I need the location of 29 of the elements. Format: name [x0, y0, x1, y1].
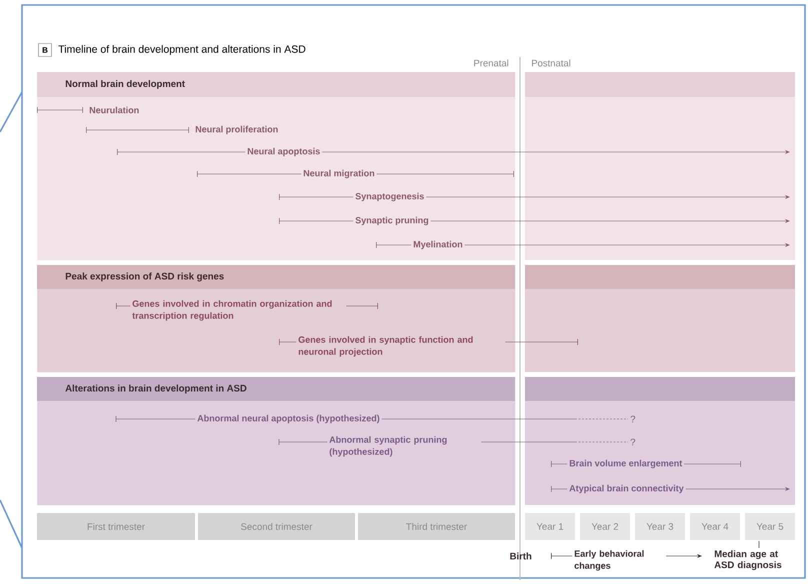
range-label: Synaptic pruning: [353, 216, 431, 226]
range-label: Genes involved in chromatin organization and transcription regulation: [130, 299, 346, 322]
range-label: Early behavioral changes: [572, 549, 666, 572]
range-label: Neurulation: [87, 106, 142, 114]
timeline-label: ?: [630, 438, 636, 446]
range-label: Atypical brain connectivity: [567, 484, 686, 494]
diagram-title: Timeline of brain development and alterations in ASD: [58, 45, 306, 55]
range-label: Abnormal neural apoptosis (hypothesized): [195, 414, 382, 424]
timeline-cell: Year 5: [745, 513, 795, 540]
range-label: Brain volume enlargement: [567, 458, 684, 470]
timeline-cell: Year 1: [525, 513, 575, 540]
range-label: Neural apoptosis: [245, 146, 322, 158]
timeline-cell: Year 4: [690, 513, 740, 540]
range-label: Genes involved in synaptic function and neuronal projection: [296, 335, 506, 358]
timeline-cell: Third trimester: [358, 513, 515, 540]
range-label: Neural migration: [301, 168, 377, 180]
timeline-label: ?: [630, 416, 636, 422]
timeline-cell: Year 2: [580, 513, 630, 540]
milestone-label: Median age at ASD diagnosis: [714, 550, 782, 570]
timeline-label: Birth: [510, 552, 532, 560]
range-label: Myelination: [411, 240, 465, 250]
timeline-cell: First trimester: [37, 513, 195, 540]
panel-letter: B: [38, 43, 52, 57]
range-label: Abnormal synaptic pruning (hypothesized): [327, 435, 482, 458]
timeline-label: Postnatal: [532, 60, 570, 66]
timeline-cell: Second trimester: [198, 513, 355, 540]
timeline-cell: Year 3: [635, 513, 685, 540]
range-label: Synaptogenesis: [353, 192, 426, 202]
range-label: Neural proliferation: [193, 124, 280, 136]
